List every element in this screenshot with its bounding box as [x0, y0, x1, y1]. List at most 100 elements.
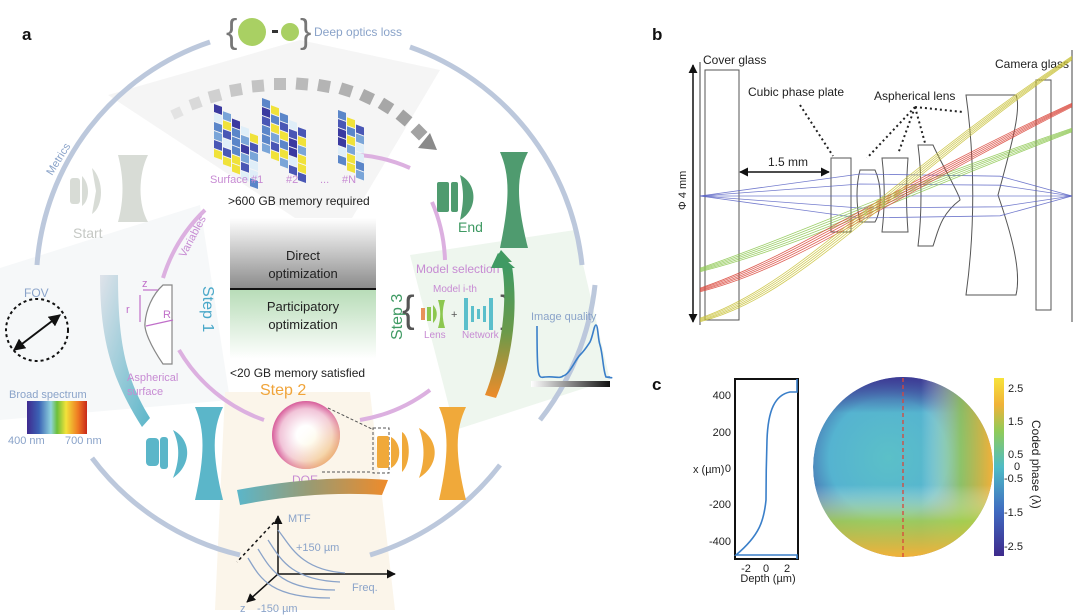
cbar-tick: -0.5	[1004, 473, 1023, 485]
ray	[699, 128, 1073, 270]
mosaic-tile	[271, 114, 279, 126]
mosaic-tile	[356, 133, 364, 145]
mtf-z-axis	[246, 573, 279, 603]
mosaic-tile	[241, 152, 249, 164]
ray	[699, 59, 1073, 323]
start-label: Start	[73, 225, 103, 241]
mini-lens-icon	[421, 300, 445, 328]
mosaic-tile	[298, 172, 306, 184]
diameter-label: Φ 4 mm	[677, 171, 689, 210]
cbar-tick: 1.5	[1008, 416, 1023, 428]
mosaic-tile	[356, 160, 364, 172]
surface-mosaics	[214, 98, 364, 190]
mosaic-tile	[356, 124, 364, 136]
panel-a: a Metrics Variables {	[0, 13, 613, 615]
mosaic-tile	[298, 136, 306, 148]
mosaic-tile	[232, 118, 240, 130]
mosaic-tile	[338, 128, 346, 139]
mosaic-tile	[271, 141, 279, 153]
network-icon	[464, 298, 493, 330]
cubic-phase-plate-label: Cubic phase plate	[748, 85, 844, 99]
optimization-box: Direct optimization Participatory optimi…	[230, 218, 376, 359]
panel-b-label: b	[652, 25, 662, 44]
surface-2-label: #2	[286, 174, 298, 186]
brace-right: }	[300, 13, 311, 51]
cubic-plate-leader	[799, 104, 834, 157]
aspherical-label-1: Aspherical	[127, 372, 178, 384]
fov-dashed-circle	[5, 298, 69, 362]
mosaic-tile	[289, 164, 297, 176]
direct-opt-line1: Direct	[286, 248, 320, 263]
mosaic-tile	[280, 157, 288, 169]
image-quality-histogram	[536, 324, 613, 379]
coded-phase-map	[813, 377, 993, 557]
step1-arc-arrow	[100, 275, 150, 427]
fov-double-arrow	[13, 314, 61, 351]
profile-frame	[734, 378, 799, 560]
fov-label: FOV	[24, 286, 49, 300]
z-symbol: z	[142, 278, 148, 290]
mosaic-tile	[356, 169, 364, 181]
panel-c-label: c	[652, 375, 661, 394]
mosaic-tile	[241, 161, 249, 173]
end-label: End	[458, 219, 483, 235]
mosaic-tile	[271, 105, 279, 117]
asph-lens-1	[856, 169, 881, 223]
end-lens-icon	[437, 152, 528, 248]
mosaic-tile	[214, 113, 222, 124]
ray	[699, 103, 1073, 290]
mosaic-tile	[289, 155, 297, 167]
profile-ylabel: x (µm)	[693, 464, 724, 476]
mosaic-tile	[250, 142, 258, 154]
model-selection-label: Model selection	[416, 262, 499, 276]
R-symbol: R	[163, 309, 171, 321]
panel-c: c 400 200 0 -200 -400 -2 0 2 x (µm) Dept…	[652, 375, 1043, 585]
mosaic-tile	[280, 112, 288, 124]
mosaic-tile	[232, 145, 240, 157]
minus-sign	[272, 30, 278, 33]
mosaic-tile	[289, 137, 297, 149]
ray	[699, 195, 1073, 219]
orange-lens-icon	[377, 407, 466, 500]
R-arrow	[145, 319, 174, 327]
step2-wedge	[215, 392, 395, 610]
mosaic-tile	[338, 137, 346, 148]
colorbar	[994, 378, 1004, 556]
step1-label: Step 1	[199, 286, 216, 332]
ray	[699, 183, 1073, 197]
aspherical-leaders	[866, 106, 964, 159]
mosaic-tile	[262, 98, 270, 109]
mosaic-tile	[223, 147, 231, 159]
z-axis-label: z	[240, 603, 246, 615]
profile-xticks: -2 0 2	[741, 563, 790, 575]
mosaic-tile	[298, 127, 306, 139]
model-ith-label: Model i-th	[433, 284, 477, 295]
ytick: -200	[709, 499, 731, 511]
mosaic-tile	[347, 144, 355, 156]
mosaic-tile	[250, 160, 258, 172]
mosaic-tile	[241, 125, 249, 137]
mosaic-tile	[289, 146, 297, 158]
mosaic-tile	[271, 150, 279, 162]
mosaic-tile	[298, 163, 306, 175]
mtf-curves	[247, 529, 346, 599]
model-brace-left: {	[402, 289, 415, 331]
step2-arc-arrow	[237, 478, 388, 505]
mosaic-tile	[214, 104, 222, 115]
ray	[699, 105, 1073, 292]
mosaic-tile	[223, 138, 231, 150]
mosaic-tile	[250, 178, 258, 190]
mosaic-tile	[262, 134, 270, 145]
mosaic-tile	[347, 126, 355, 138]
doe-zoom-box	[372, 427, 390, 474]
cover-glass-label: Cover glass	[703, 53, 766, 67]
ray	[699, 102, 1073, 289]
profile-curve	[733, 379, 798, 559]
memory-satisfied-label: <20 GB memory satisfied	[230, 366, 365, 380]
ray	[699, 195, 1073, 209]
mosaic-tile	[232, 136, 240, 148]
ray	[699, 127, 1073, 269]
broad-spectrum-label: Broad spectrum	[9, 389, 87, 401]
image-quality-bar	[531, 381, 610, 387]
participatory-opt-line2: optimization	[268, 317, 337, 332]
